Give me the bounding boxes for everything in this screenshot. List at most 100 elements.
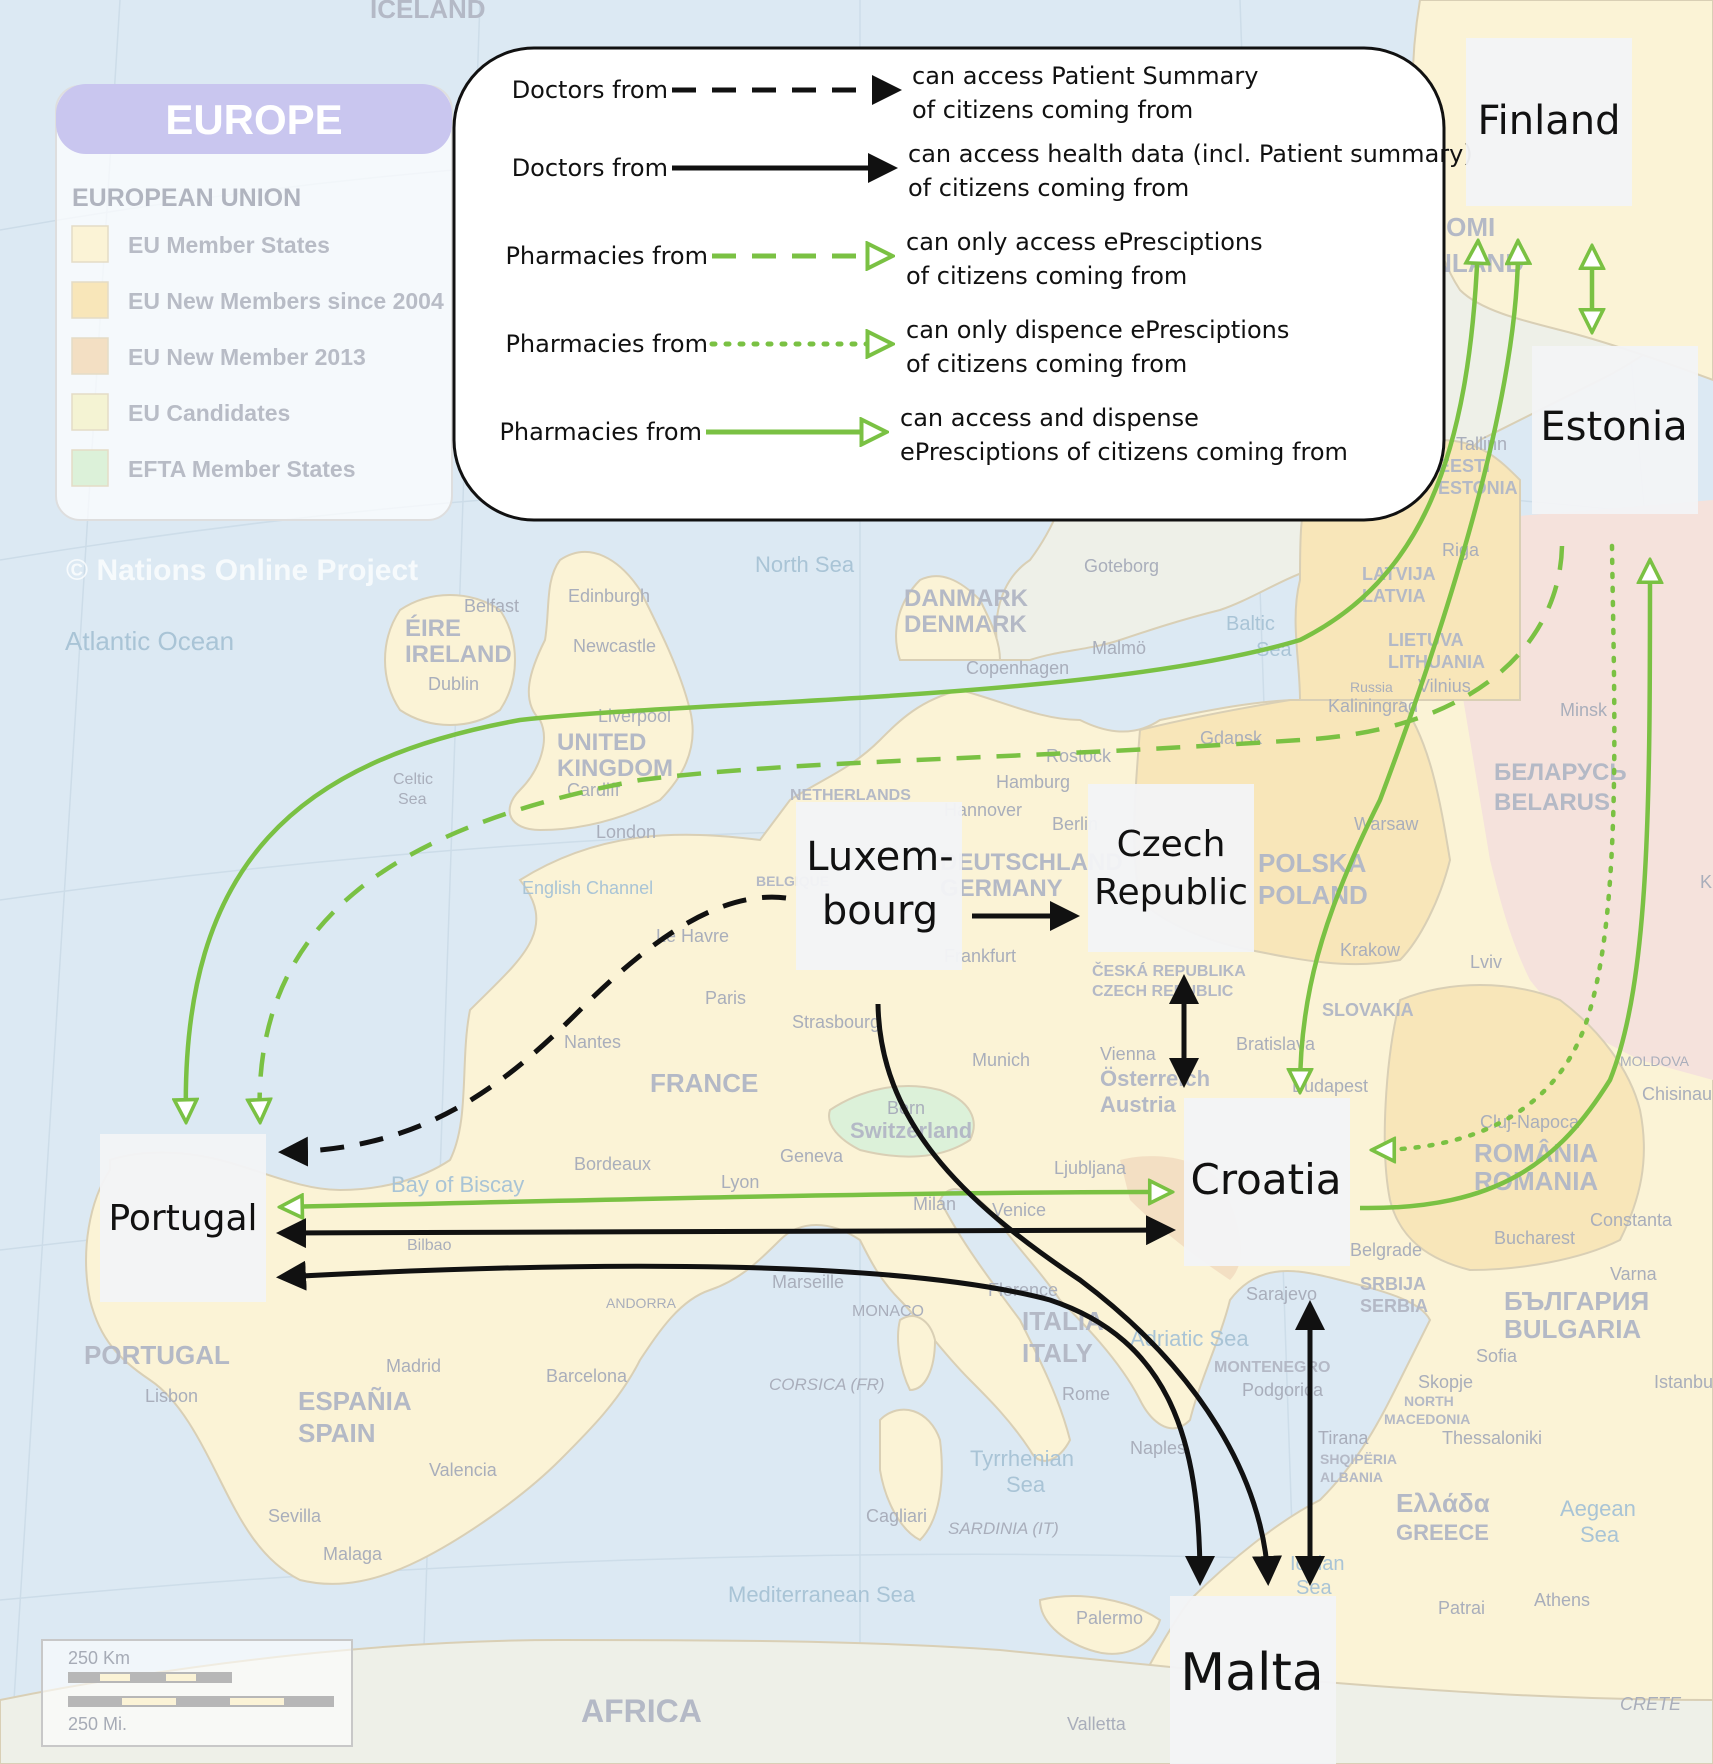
label-cluj: Cluj-Napoca [1480,1112,1580,1132]
label-srbija: SRBIJA [1360,1274,1426,1294]
country-boxes: Finland Estonia Luxem- bourg Czech Repub… [100,38,1698,1764]
label-belfast: Belfast [464,596,519,616]
label-serbia: SERBIA [1360,1296,1428,1316]
label-valencia: Valencia [429,1460,498,1480]
label-north-mac-1: NORTH [1404,1393,1454,1409]
label-spain: SPAIN [298,1418,376,1448]
label-budapest: Budapest [1292,1076,1368,1096]
label-vilnius: Vilnius [1418,676,1471,696]
label-krakow: Krakow [1340,940,1401,960]
label-ionian-1: Ionian [1290,1553,1345,1575]
label-ljubljana: Ljubljana [1054,1158,1127,1178]
eu-item-label: EU New Member 2013 [128,344,366,370]
legend-right-line2: of citizens coming from [908,174,1189,202]
label-montenegro: MONTENEGRO [1214,1359,1330,1376]
legend-right-line2: of citizens coming from [906,262,1187,290]
portugal-label: Portugal [108,1198,257,1239]
czech-label-2: Republic [1094,872,1248,913]
label-belarus-2: BELARUS [1494,789,1610,816]
label-slovakia: SLOVAKIA [1322,1000,1414,1020]
box-finland: Finland [1466,38,1632,206]
legend-right-line1: can only dispence ePresciptions [906,316,1289,344]
label-kaliningrad: Kaliningrad [1328,696,1418,716]
label-chisinau: Chisinau [1642,1084,1712,1104]
label-tallinn: Tallinn [1456,434,1507,454]
label-baltic-1: Baltic [1226,613,1275,635]
label-celtic-2: Sea [398,791,427,808]
label-tirana: Tirana [1318,1428,1369,1448]
label-france: FRANCE [650,1068,758,1098]
label-denmark: DENMARK [904,611,1027,638]
scale-bar: 250 Km 250 Mi. [41,1639,353,1747]
luxembourg-label-1: Luxem- [806,834,953,880]
label-osterreich: Österreich [1100,1066,1210,1091]
label-milan: Milan [913,1194,956,1214]
europe-title: EUROPE [165,96,342,143]
european-union-heading: EUROPEAN UNION [72,184,301,212]
label-corsica: CORSICA (FR) [769,1375,885,1394]
label-greece: GREECE [1396,1520,1489,1545]
label-iceland: ICELAND [370,0,486,24]
label-bay-biscay: Bay of Biscay [391,1172,524,1197]
label-aegean-2: Sea [1580,1522,1620,1547]
label-uk-1: UNITED [557,729,646,756]
label-marseille: Marseille [772,1272,844,1292]
label-austria: Austria [1100,1092,1177,1117]
label-goteborg: Goteborg [1084,556,1159,576]
arrow-estonia-croatia-dotted [1374,543,1617,1150]
label-ireland: IRELAND [405,641,512,668]
legend-right-line2: of citizens coming from [906,350,1187,378]
arrow-portugal-malta [276,1260,1215,1586]
label-lisbon: Lisbon [145,1386,198,1406]
legend-left-label: Pharmacies from [505,330,708,358]
label-poland: POLAND [1258,880,1368,910]
label-malaga: Malaga [323,1544,383,1564]
legend-right-line1: can access and dispense [900,404,1199,432]
estonia-label: Estonia [1540,404,1687,450]
label-eire: ÉIRE [405,614,461,642]
arrow-luxembourg-malta [875,1003,1283,1586]
label-venice: Venice [992,1200,1046,1220]
label-bucharest: Bucharest [1494,1228,1575,1248]
label-atlantic: Atlantic Ocean [65,626,234,656]
label-rome: Rome [1062,1384,1110,1404]
label-africa: AFRICA [581,1693,702,1729]
label-naples: Naples [1130,1438,1186,1458]
arrow-croatia-estonia [1359,562,1650,1211]
label-patrai: Patrai [1438,1598,1485,1618]
legend-left-label: Pharmacies from [505,242,708,270]
legend-right-line1: can only access ePresciptions [906,228,1263,256]
eu-swatch [71,449,109,487]
label-shqiperia: SHQIPËRIA [1320,1451,1397,1467]
label-ellada: Ελλάδα [1396,1488,1490,1518]
arrow-portugal-croatia-green [282,1192,1170,1207]
label-madrid: Madrid [386,1356,441,1376]
label-med-sea: Mediterranean Sea [728,1582,916,1607]
label-english-channel: English Channel [522,878,653,898]
legend-left-label: Pharmacies from [499,418,702,446]
box-malta: Malta [1170,1596,1336,1764]
label-bilbao: Bilbao [407,1237,452,1254]
eu-swatch [71,281,109,319]
label-vienna: Vienna [1100,1044,1157,1064]
arrow-luxembourg-portugal [278,894,787,1167]
label-copenhagen: Copenhagen [966,658,1069,678]
label-belgrade: Belgrade [1350,1240,1422,1260]
label-balgaria: БЪЛГАРИЯ [1504,1286,1649,1316]
land-sicily [1038,1595,1162,1655]
label-bordeaux: Bordeaux [574,1154,651,1174]
label-portugal-country: PORTUGAL [84,1340,230,1370]
label-tyrrhenian-2: Sea [1006,1472,1046,1497]
legend-left-label: Doctors from [512,154,668,182]
legend-right-line2: ePresciptions of citizens coming from [900,438,1348,466]
arrow-portugal-croatia-black [276,1215,1176,1249]
eu-item-label: EFTA Member States [128,456,356,482]
legend-right-line2: of citizens coming from [912,96,1193,124]
label-andorra: ANDORRA [606,1295,677,1311]
label-sofia: Sofia [1476,1346,1518,1366]
label-varna: Varna [1610,1264,1658,1284]
scale-km: 250 Km [68,1648,130,1668]
label-istanbul: Istanbul [1654,1372,1713,1392]
